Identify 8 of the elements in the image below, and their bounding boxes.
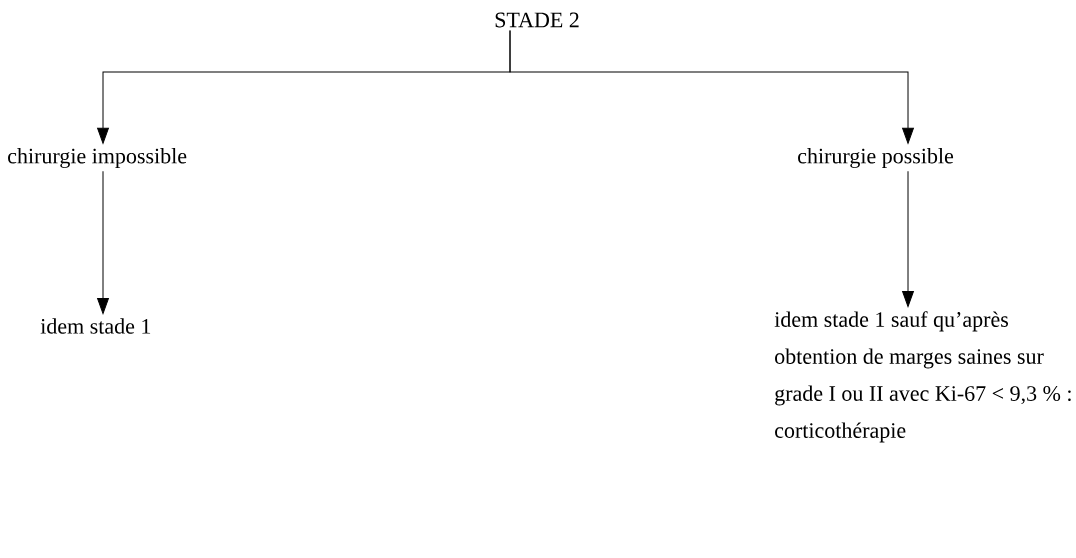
node-text: idem stade 1 <box>40 318 151 334</box>
arrow <box>509 30 914 144</box>
node-text: STADE 2 <box>495 12 579 28</box>
node-text: idem stade 1 sauf qu’après obtention de marges saines sur grade I ou II avec Ki-67 < 9,3 % : corticothérapie <box>774 311 1071 443</box>
arrow <box>902 170 914 307</box>
node-text: chirurgie possible <box>798 148 954 168</box>
arrow <box>97 170 109 315</box>
node-text: chirurgie impossible <box>8 148 187 168</box>
